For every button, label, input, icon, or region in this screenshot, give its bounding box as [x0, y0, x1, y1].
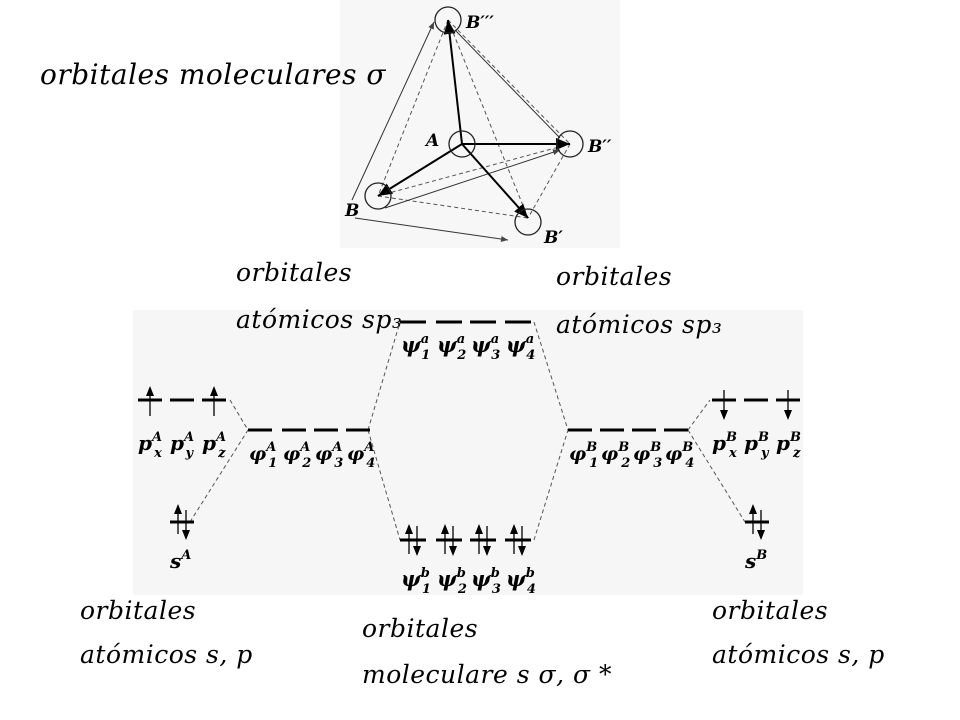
link-phiA-psia [367, 321, 401, 431]
s-b-label: sB [744, 548, 767, 573]
s-a-up-head [174, 504, 182, 514]
sp-left-label-2: atómicos s, p [80, 640, 253, 669]
arrow-b-to-b3 [351, 21, 435, 201]
psi-b-up-4-head [510, 524, 518, 534]
edge-b2-b1 [527, 143, 571, 219]
atom-b-circle [364, 182, 392, 210]
tetrahedron-figure: A B′′′ B′′ B B′ [344, 6, 612, 248]
mo-label-2: moleculare s σ, σ * [362, 660, 612, 689]
link-phiB-pB [687, 399, 711, 431]
edge-b3-b [377, 19, 449, 197]
psi-b-down-3-head [483, 546, 491, 556]
p-b-electron-3-head [784, 410, 792, 420]
arrow-b-to-b1 [354, 217, 509, 242]
s-b-down-head [757, 530, 765, 540]
energy-diagram-panel [133, 310, 803, 595]
bond-a-b1 [461, 143, 529, 219]
psi-b-down-2-head [449, 546, 457, 556]
link-psia-phiB [533, 321, 569, 431]
psi-b-up-3-head [475, 524, 483, 534]
atom-b2-circle [556, 130, 584, 158]
sp-left-label-1: orbitales [80, 596, 197, 625]
psi-b-up-2-head [441, 524, 449, 534]
sp-right-label-2: atómicos s, p [712, 640, 885, 669]
s-b-up-head [749, 504, 757, 514]
s-a-down-head [182, 530, 190, 540]
s-a-label: sA [169, 548, 191, 573]
p-a-electron-3-head [210, 386, 218, 396]
atom-b2-label: B′′ [587, 137, 612, 157]
arrow-b-to-b2 [384, 149, 561, 209]
atom-a-label: A [424, 131, 439, 151]
atom-b-label: B [344, 201, 359, 221]
sp3-left-label-1: orbitales [236, 258, 353, 287]
atom-b3-circle [434, 6, 462, 34]
mo-label-1: orbitales [362, 614, 479, 643]
sp-right-label-1: orbitales [712, 596, 829, 625]
link-phiA-psib [367, 429, 401, 541]
psi-b-down-4-head [518, 546, 526, 556]
psi-b-up-1-head [405, 524, 413, 534]
sp3-right-label-1: orbitales [556, 262, 673, 291]
p-a-electron-1-head [146, 386, 154, 396]
edge-b3-b2 [447, 19, 571, 145]
edge-b3-b1 [447, 19, 529, 219]
psi-b-down-1-head [413, 546, 421, 556]
bond-a-b3 [443, 19, 463, 145]
edge-b-b2 [377, 143, 571, 197]
sp3-right-label-2: atómicos sp₃ [556, 310, 723, 339]
sigma-title: orbitales moleculares σ [40, 58, 386, 91]
edge-b-b1 [377, 195, 529, 219]
correlation-lines [189, 321, 746, 541]
atom-b3-label: B′′′ [465, 13, 494, 33]
p-b-electron-1-head [720, 410, 728, 420]
bond-a-b [377, 143, 463, 197]
atom-b1-label: B′ [543, 228, 563, 248]
atom-a-circle [448, 130, 476, 158]
link-psib-phiB [533, 429, 569, 541]
atom-b1-circle [514, 208, 542, 236]
line-b3-b2 [454, 29, 561, 139]
sp3-left-label-2: atómicos sp₃ [236, 305, 403, 334]
link-pA-phiA [229, 399, 249, 431]
